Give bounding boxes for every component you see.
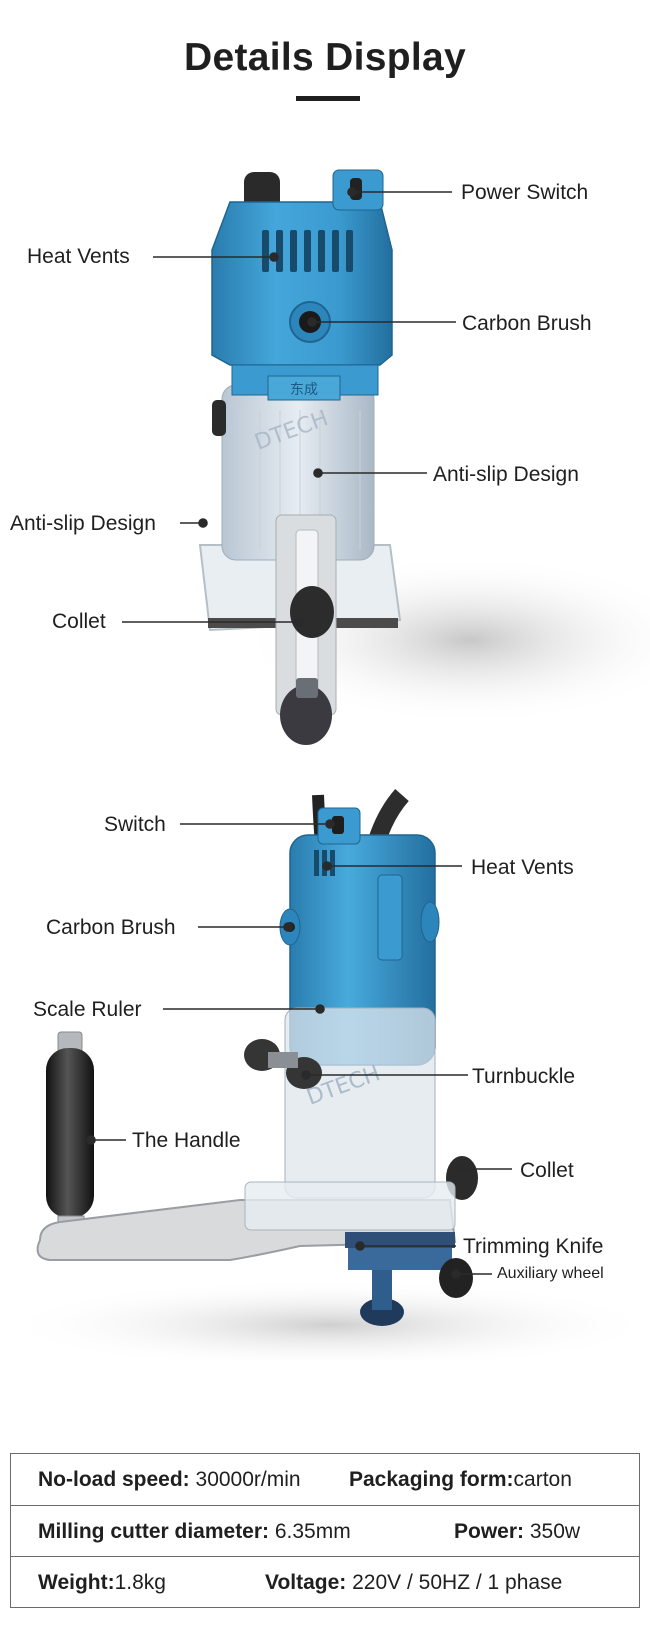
spec-value: 1.8kg <box>114 1571 166 1594</box>
spec-label: Weight: <box>38 1571 115 1594</box>
spec-table: No-load speed: 30000r/min Packaging form… <box>10 1453 640 1608</box>
spec-label: Milling cutter diameter: <box>38 1520 270 1543</box>
callout-trimming-knife: Trimming Knife <box>463 1235 604 1258</box>
callout-power-switch: Power Switch <box>461 181 589 204</box>
callout-anti-slip-left: Anti-slip Design <box>10 512 156 535</box>
body-badge: 东成 <box>290 382 318 398</box>
spec-cell: Milling cutter diameter: 6.35mm <box>38 1520 351 1544</box>
callout-anti-slip-right: Anti-slip Design <box>433 463 579 486</box>
callout-scale-ruler: Scale Ruler <box>33 998 142 1021</box>
spec-label: Power: <box>454 1520 525 1543</box>
callout-collet-2: Collet <box>520 1159 574 1182</box>
spec-cell: Power: 350w <box>454 1520 580 1544</box>
spec-cell: Voltage: 220V / 50HZ / 1 phase <box>265 1571 562 1595</box>
top-callout-lines <box>122 187 456 627</box>
spec-value: 6.35mm <box>269 1520 351 1543</box>
bottom-product-photo: DTECH Switch <box>0 780 650 1360</box>
spec-row: No-load speed: 30000r/min Packaging form… <box>11 1454 639 1505</box>
spec-row: Milling cutter diameter: 6.35mm Power: 3… <box>11 1505 639 1556</box>
callout-the-handle: The Handle <box>132 1129 241 1152</box>
top-product-photo: DTECH 东成 <box>0 150 650 760</box>
spec-value: 30000r/min <box>189 1468 301 1491</box>
callout-heat-vents: Heat Vents <box>27 245 130 268</box>
callout-carbon-brush: Carbon Brush <box>462 312 592 335</box>
callout-switch: Switch <box>104 813 166 836</box>
callout-carbon-brush-2: Carbon Brush <box>46 916 176 939</box>
title-underline <box>296 96 360 101</box>
callout-auxiliary-wheel: Auxiliary wheel <box>497 1265 604 1282</box>
spec-value: 350w <box>524 1520 581 1543</box>
spec-cell: Packaging form:carton <box>349 1468 572 1492</box>
callout-collet: Collet <box>52 610 106 633</box>
spec-value: carton <box>513 1468 572 1491</box>
page-title: Details Display <box>184 36 466 79</box>
trimmer-front-illustration: DTECH 东成 <box>198 169 650 745</box>
spec-label: Voltage: <box>265 1571 347 1594</box>
spec-cell: Weight:1.8kg <box>38 1571 166 1595</box>
bottom-callout-lines <box>86 819 512 1279</box>
spec-value: 220V / 50HZ / 1 phase <box>346 1571 563 1594</box>
spec-label: No-load speed: <box>38 1468 190 1491</box>
callout-turnbuckle: Turnbuckle <box>472 1065 576 1088</box>
spec-label: Packaging form: <box>349 1468 514 1491</box>
trimmer-with-base-illustration: DTECH <box>0 789 650 1360</box>
spec-cell: No-load speed: 30000r/min <box>38 1468 301 1492</box>
callout-heat-vents-2: Heat Vents <box>471 856 574 879</box>
spec-row: Weight:1.8kg Voltage: 220V / 50HZ / 1 ph… <box>11 1556 639 1607</box>
